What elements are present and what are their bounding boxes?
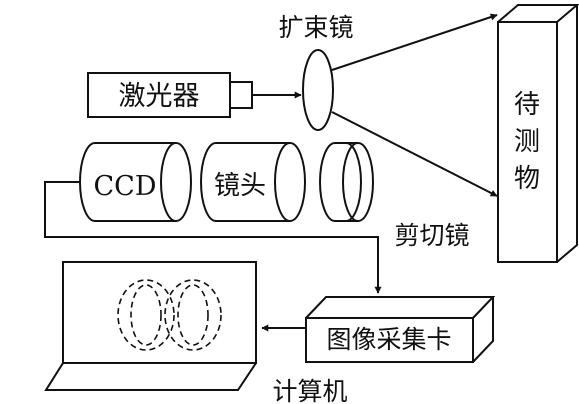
ccd-cable-arrow xyxy=(44,181,382,294)
beam-upper-arrow xyxy=(331,13,498,71)
object-box xyxy=(497,4,579,263)
ccd-label: CCD xyxy=(94,171,157,202)
object-label-char-1: 待 xyxy=(514,90,540,120)
capture-card-label: 图像采集卡 xyxy=(326,325,451,354)
object-label: 待 测 物 xyxy=(514,90,540,194)
lens-label: 镜头 xyxy=(214,171,266,201)
beam-lower-arrow xyxy=(331,111,498,197)
capture-card-box xyxy=(305,296,496,363)
fringe-pattern xyxy=(117,279,222,351)
laser-label: 激光器 xyxy=(119,81,200,112)
beam-expander-label: 扩束镜 xyxy=(278,13,353,42)
computer-label: 计算机 xyxy=(272,377,347,404)
object-label-char-2: 测 xyxy=(514,127,540,157)
object-label-char-3: 物 xyxy=(514,164,540,194)
shearing-mirror-cylinder xyxy=(319,142,374,222)
lens-cylinder xyxy=(200,142,306,222)
computer-monitor xyxy=(44,261,257,391)
beam-expander-lens xyxy=(302,49,334,131)
shearing-mirror-label: 剪切镜 xyxy=(394,221,469,250)
